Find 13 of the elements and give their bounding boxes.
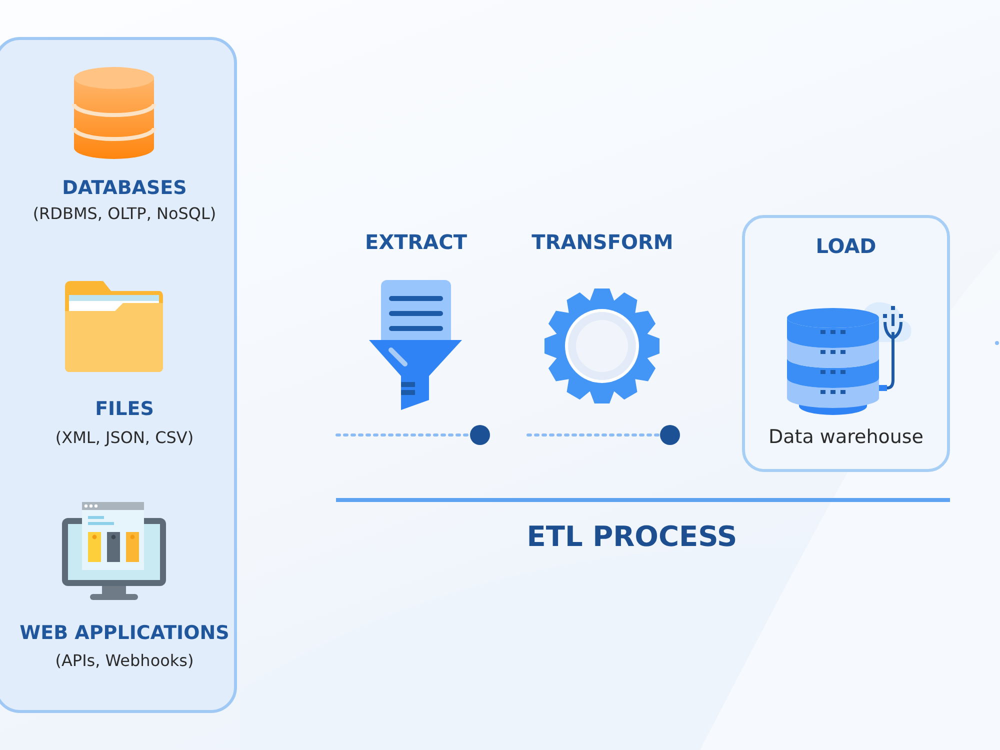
stage-title: LOAD [814, 234, 878, 258]
stage-caption: (APIs, Webhooks) [54, 651, 195, 670]
stage-title: TRANSFORM [530, 230, 674, 254]
stage-title: WEB APPLICATIONS [18, 622, 230, 644]
process-title: ETL PROCESS [526, 520, 738, 553]
stage-caption: (RDBMS, OLTP, NoSQL) [32, 204, 218, 223]
stage-title: DATABASES [61, 177, 188, 199]
stage-title: FILES [94, 398, 155, 420]
stage-caption: Data warehouse [768, 426, 924, 448]
stage-caption: (XML, JSON, CSV) [54, 428, 195, 447]
load-card [742, 215, 950, 472]
sources-panel [0, 37, 237, 713]
stage-title: EXTRACT [364, 230, 468, 254]
